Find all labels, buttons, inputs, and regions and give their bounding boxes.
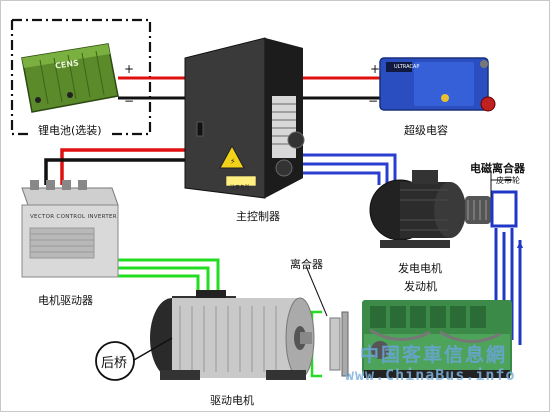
- supercap-label: 超级电容: [404, 124, 448, 137]
- engine-graphic: [362, 300, 512, 378]
- drive-phase-cable-3: [112, 274, 200, 298]
- battery-minus-mark: −: [124, 94, 135, 108]
- controller-warning-text: 注意危险: [230, 185, 251, 191]
- watermark-title: 中国客車信息網: [360, 344, 508, 366]
- drive-motor-label: 驱动电机: [210, 394, 254, 407]
- inverter-graphic: [21, 180, 119, 278]
- supercap-tag-text: ULTRACAP: [394, 64, 420, 70]
- controller-label: 主控制器: [236, 210, 280, 223]
- drive-phase-cable-1: [112, 258, 220, 298]
- battery-plus-mark: +: [124, 62, 135, 76]
- generator-graphic: [369, 170, 491, 248]
- svg-text:⚡: ⚡: [230, 157, 236, 166]
- inverter-panel-text: VECTOR CONTROL INVERTER: [30, 214, 117, 220]
- clutch-label: 离合器: [290, 258, 323, 271]
- inverter-label: 电机驱动器: [38, 294, 93, 307]
- inverter-dc-negative-cable: [44, 158, 185, 185]
- rear-axle-label: 后桥: [101, 356, 128, 371]
- drive-motor-graphic: [150, 290, 315, 380]
- battery-graphic: [21, 43, 119, 113]
- inverter-dc-positive-cable: [60, 148, 185, 185]
- generator-label: 发电电机: [398, 262, 442, 275]
- watermark-url: www.ChinaBus.info: [345, 366, 516, 384]
- battery-optional-frame: [10, 18, 152, 136]
- belt-flow-arrow-icon: [517, 241, 523, 262]
- battery-label: 锂电池(选装): [38, 124, 102, 137]
- engine-label: 发动机: [404, 280, 437, 293]
- supercap-minus-mark: −: [368, 94, 379, 108]
- em-clutch-label: 电磁离合器: [470, 162, 525, 175]
- generator-phase-cable-1: [303, 153, 397, 185]
- supercap-plus-mark: +: [370, 62, 381, 76]
- drive-phase-cable-2: [112, 266, 210, 298]
- generator-phase-cable-2: [303, 162, 389, 185]
- supercap-graphic: [379, 57, 496, 112]
- main-controller-graphic: ⚡: [184, 37, 305, 199]
- generator-phase-cable-3: [303, 171, 381, 185]
- pulley-label: 皮带轮: [496, 176, 520, 185]
- pulley-leader-lines: [490, 172, 512, 198]
- rear-axle-node: [95, 337, 173, 381]
